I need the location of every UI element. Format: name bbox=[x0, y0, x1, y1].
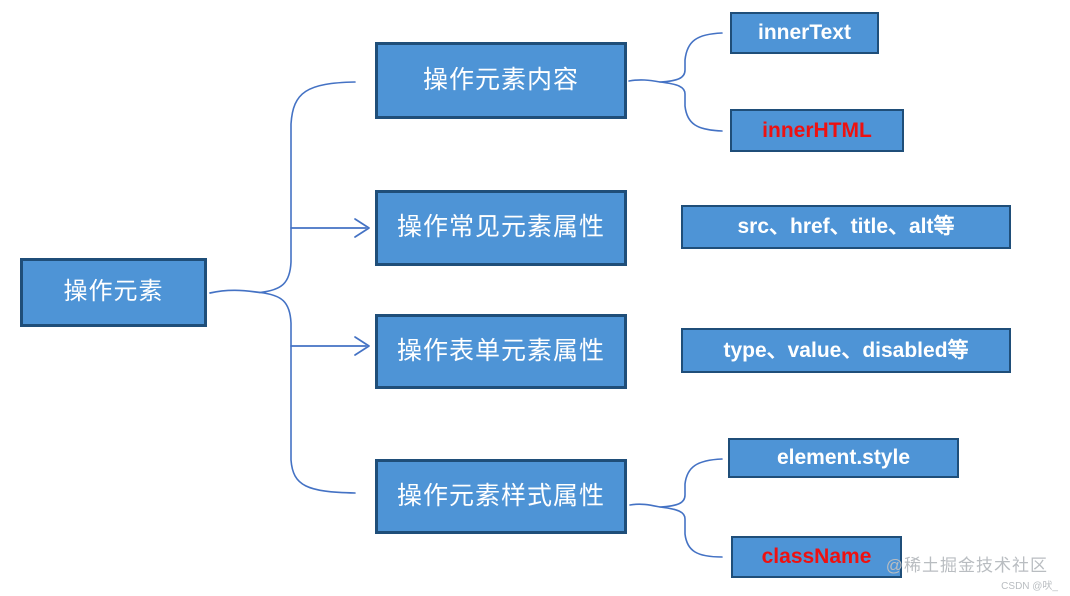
arrowhead-form-attrs bbox=[354, 336, 370, 356]
leaf-classname: className bbox=[731, 536, 902, 578]
watermark: @稀土掘金技术社区 CSDN @吠_ bbox=[886, 551, 1058, 592]
connector-style-stem bbox=[629, 503, 661, 508]
leaf-innerhtml: innerHTML bbox=[730, 109, 904, 152]
connector-root-stem bbox=[209, 289, 261, 294]
connector-content-brace bbox=[659, 32, 723, 132]
branch-element-content: 操作元素内容 bbox=[375, 42, 627, 119]
watermark-csdn: CSDN @吠_ bbox=[1001, 581, 1058, 592]
branch-common-attributes: 操作常见元素属性 bbox=[375, 190, 627, 266]
connector-content-stem bbox=[628, 79, 661, 83]
node-operate-element: 操作元素 bbox=[20, 258, 207, 327]
connector-style-brace bbox=[659, 458, 723, 558]
leaf-element-style: element.style bbox=[728, 438, 959, 478]
watermark-community: @稀土掘金技术社区 bbox=[885, 556, 1048, 575]
branch-style-attributes: 操作元素样式属性 bbox=[375, 459, 627, 534]
branch-form-attributes: 操作表单元素属性 bbox=[375, 314, 627, 389]
connector-main-brace bbox=[259, 81, 356, 494]
arrowhead-common-attrs bbox=[354, 218, 370, 238]
leaf-common-attr-examples: src、href、title、alt等 bbox=[681, 205, 1011, 249]
leaf-form-attr-examples: type、value、disabled等 bbox=[681, 328, 1011, 373]
leaf-innertext: innerText bbox=[730, 12, 879, 54]
